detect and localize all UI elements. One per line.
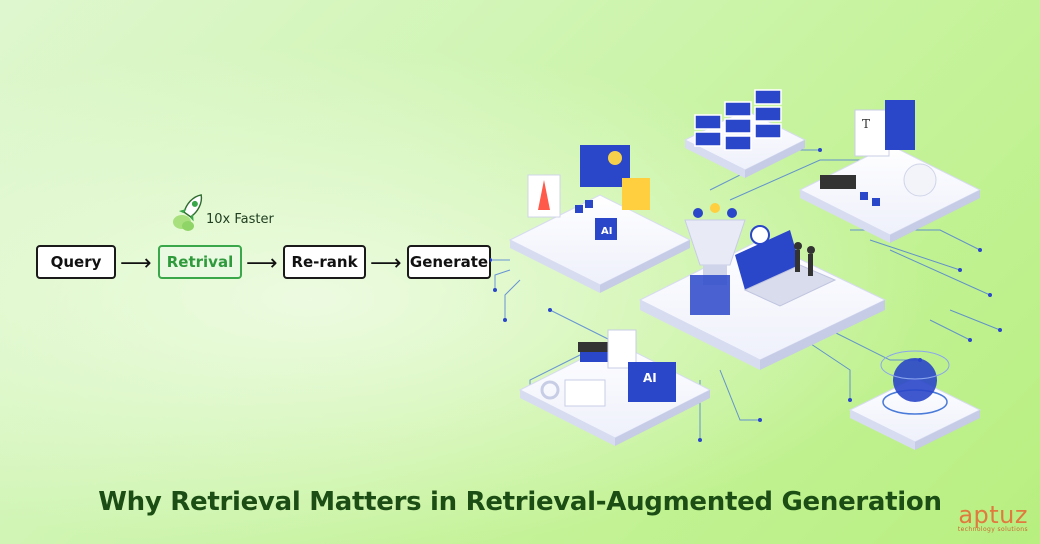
arrow-1: ⟶ (120, 251, 152, 276)
platform-brain (848, 350, 982, 450)
speed-note: 10x Faster (206, 212, 274, 227)
platform-documents: T (798, 100, 982, 243)
platform-servers (683, 89, 807, 178)
svg-text:AI: AI (643, 371, 657, 385)
rocket-icon (173, 194, 203, 231)
platform-images: AI (508, 145, 692, 293)
arrow-3: ⟶ (370, 251, 402, 276)
brand-tagline: technology solutions (957, 526, 1028, 533)
platform-processing (638, 203, 887, 370)
arrow-2: ⟶ (246, 251, 278, 276)
step-rerank: Re-rank (283, 245, 366, 279)
svg-text:AI: AI (601, 226, 612, 237)
step-query: Query (36, 245, 116, 279)
brand-logo: aptuz technology solutions (958, 502, 1028, 533)
rag-isometric-illustration: AI T (490, 89, 1002, 450)
svg-text:T: T (862, 117, 870, 131)
brand-name: aptuz (958, 501, 1028, 529)
step-generate: Generate (407, 245, 491, 279)
page-headline: Why Retrieval Matters in Retrieval-Augme… (98, 487, 942, 517)
step-retrival: Retrival (158, 245, 242, 279)
platform-knowledge: AI (518, 329, 712, 446)
